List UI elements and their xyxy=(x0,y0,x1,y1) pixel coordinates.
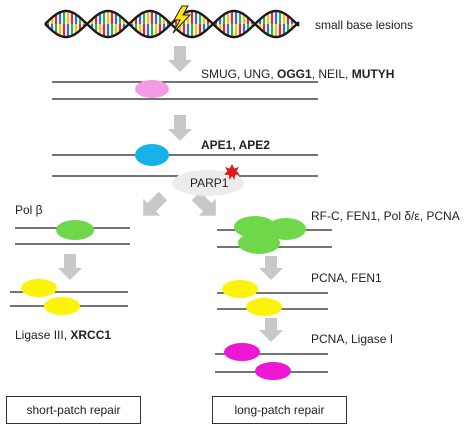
long-patch-step1-label: RF-C, FEN1, Pol δ/ε, PCNA xyxy=(311,209,460,223)
glycosylase-label: SMUG, UNG, OGG1, NEIL, MUTYH xyxy=(201,67,394,81)
dna-duplex-ligase-i xyxy=(215,343,328,380)
glycosylase-label-ogg1: OGG1 xyxy=(277,67,312,81)
short-patch-repair-box: short-patch repair xyxy=(6,396,141,424)
ape-enzyme xyxy=(135,144,169,166)
pol-beta-label: Pol β xyxy=(15,203,43,217)
pcna-enzyme xyxy=(222,280,258,298)
ligase-iii-label-plain: Ligase III, xyxy=(15,328,71,342)
arrow-down-icon xyxy=(168,46,192,72)
ligase-iii-enzyme xyxy=(21,279,57,297)
long-patch-repair-box: long-patch repair xyxy=(212,396,347,424)
ape-label: APE1, APE2 xyxy=(201,138,270,152)
xrcc1-enzyme xyxy=(44,297,80,315)
long-patch-step3-label: PCNA, Ligase I xyxy=(311,332,394,346)
pol-delta-enzyme xyxy=(238,232,280,254)
fen1-enzyme xyxy=(246,298,282,316)
parp-star-icon xyxy=(224,164,240,180)
lightning-icon xyxy=(172,5,192,34)
arrow-down-icon xyxy=(259,256,283,280)
pcna-enzyme xyxy=(234,216,276,238)
dna-duplex-ape xyxy=(52,144,318,196)
ligase-i-enzyme xyxy=(255,362,291,380)
lesion-label: small base lesions xyxy=(315,18,414,32)
ape-label-text: APE1, APE2 xyxy=(201,138,270,152)
arrow-diagonal-left-icon xyxy=(143,191,168,216)
pol-beta-enzyme xyxy=(56,220,94,240)
dna-duplex-long-patch-synthesis xyxy=(217,216,332,254)
glycosylase-label-mutyh: MUTYH xyxy=(351,67,395,81)
dna-duplex-pol-beta xyxy=(15,220,130,245)
arrow-down-icon xyxy=(259,318,283,342)
glycosylase-enzyme xyxy=(135,80,169,98)
parp1-enzyme xyxy=(172,170,244,196)
dna-helix-icon xyxy=(44,9,300,39)
dna-duplex-ligase-iii xyxy=(10,279,128,315)
dna-duplex-fen1 xyxy=(217,280,328,316)
pcna-enzyme xyxy=(224,343,260,361)
parp1-label: PARP1 xyxy=(190,176,229,190)
rfc-enzyme xyxy=(266,218,306,240)
glycosylase-label-plain: SMUG, UNG, xyxy=(201,67,278,81)
arrow-down-icon xyxy=(58,254,82,280)
ligase-iii-label: Ligase III, XRCC1 xyxy=(15,328,111,342)
long-patch-step2-label: PCNA, FEN1 xyxy=(311,271,382,285)
ligase-iii-label-xrcc1: XRCC1 xyxy=(70,328,112,342)
glycosylase-label-sep: , NEIL, xyxy=(311,67,352,81)
arrow-down-icon xyxy=(168,115,192,141)
arrow-diagonal-right-icon xyxy=(191,191,216,216)
dna-duplex-glycosylase xyxy=(52,80,318,100)
